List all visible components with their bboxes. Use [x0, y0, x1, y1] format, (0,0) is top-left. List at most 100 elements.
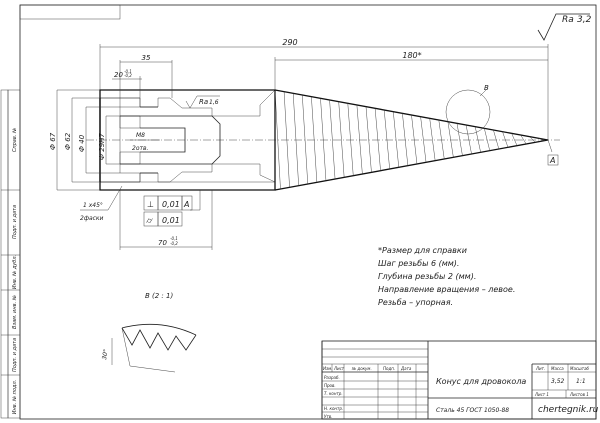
side-label-5: Инв. № подл. — [12, 380, 18, 415]
thread-line — [529, 136, 536, 143]
note-4: Резьба – упорная. — [378, 298, 453, 307]
thread-line — [302, 94, 308, 185]
col-header-0: Изм. — [323, 366, 332, 371]
thread-line — [502, 131, 509, 148]
tol-0-value: 0,01 — [162, 200, 180, 209]
dim-70-tol-low: -0,2 — [170, 241, 178, 246]
thread-line — [511, 133, 518, 146]
side-strip: Справ. № Подп. и дата Инв. № дубл. Взам.… — [0, 89, 21, 419]
thread-line — [393, 111, 399, 168]
thread-line — [320, 98, 327, 181]
section-mark: В — [484, 84, 489, 92]
thread-line — [438, 119, 445, 160]
site-name: chertegnik.ru — [538, 405, 599, 415]
material: Сталь 45 ГОСТ 1050-88 — [436, 407, 509, 414]
row-label-2: Т. контр. — [324, 391, 343, 396]
col-header-1: Лист — [333, 366, 345, 371]
thread-line — [447, 121, 454, 158]
thread-line — [365, 106, 372, 173]
dim-d67: Ф 67 — [49, 132, 57, 150]
dim-20-tol-low: -0,2 — [124, 73, 132, 78]
row-label-1: Пров. — [324, 383, 336, 388]
thread-line — [347, 103, 354, 176]
dim-20-tol-up: -0,1 — [124, 69, 132, 74]
general-roughness: Ra 3,2 — [537, 13, 592, 41]
chamfer-note: 2фаски — [80, 215, 104, 222]
datum-label: А — [549, 156, 555, 165]
thread-line — [538, 138, 545, 141]
thread-line — [383, 109, 390, 170]
sheet-num: Лист 1 — [534, 392, 549, 397]
thread-line — [465, 124, 472, 155]
thread-line — [311, 96, 318, 183]
face-ra-value: 1,6 — [209, 99, 219, 106]
thread-line — [356, 104, 363, 175]
thread-line — [292, 93, 299, 186]
side-label-0: Справ. № — [12, 128, 18, 152]
detail-angle: 30° — [101, 349, 110, 361]
dim-180: 180* — [402, 51, 421, 60]
thread-line — [329, 99, 336, 180]
face-ra-symbol: Ra — [199, 98, 208, 106]
thread-line — [456, 123, 463, 156]
thread-line — [484, 128, 490, 151]
thread-line — [411, 114, 418, 165]
side-label-1: Подп. и дата — [12, 205, 18, 239]
dim-m8-count: 2отв. — [132, 145, 149, 152]
dim-d29: Ф 29Н7 — [98, 133, 106, 160]
note-3: Направление вращения – левое. — [378, 285, 515, 294]
dim-20: 20 — [114, 71, 123, 79]
hdr-mass: Масса — [551, 366, 564, 371]
note-2: Глубина резьбы 2 (мм). — [378, 272, 476, 281]
thread-line — [338, 101, 345, 178]
part-name: Конус для дровокола — [436, 377, 526, 386]
detail-label: В (2 : 1) — [145, 292, 173, 300]
sheet-total: Листов 1 — [569, 392, 589, 397]
col-header-3: Подп. — [383, 366, 395, 371]
tolerance-frames: ⊥ 0,01 А ⌭ 0,01 — [143, 190, 201, 227]
notes: *Размер для справки Шаг резьбы 6 (мм). Г… — [378, 246, 515, 307]
tol-0-datum: А — [183, 200, 189, 209]
hdr-scale: Масштаб — [570, 366, 590, 371]
note-0: *Размер для справки — [378, 246, 467, 255]
roughness-value: 3,2 — [577, 15, 592, 25]
thread-lines — [274, 89, 545, 190]
tol-1-symbol: ⌭ — [146, 216, 153, 225]
note-1: Шаг резьбы 6 (мм). — [378, 259, 459, 268]
thread-line — [429, 118, 436, 161]
thread-line — [420, 116, 427, 163]
thread-line — [493, 129, 500, 150]
side-label-4: Подп. и дата — [12, 338, 18, 372]
title-block: Изм. Лист № докум. Подп. Дата Разраб. Пр… — [321, 340, 599, 420]
tol-1-value: 0,01 — [162, 216, 180, 225]
hdr-lit: Лит. — [535, 366, 545, 371]
thread-line — [474, 126, 481, 153]
dim-35: 35 — [142, 54, 151, 62]
thread-line — [402, 113, 409, 166]
row-label-0: Разраб. — [324, 375, 340, 380]
roughness-symbol: Ra — [562, 15, 574, 25]
dim-d62: Ф 62 — [64, 132, 72, 150]
chamfer: 1 x45° — [83, 202, 103, 209]
scale-value: 1:1 — [576, 378, 586, 385]
thread-line — [520, 134, 527, 145]
dim-290: 290 — [282, 38, 297, 47]
col-header-2: № докум. — [351, 366, 372, 371]
side-label-3: Взам. инв. № — [12, 295, 18, 329]
dimensions: 290 180* 35 20 -0,1 -0,2 Ф 67 Ф 62 Ф 40 … — [49, 38, 549, 250]
detail-view: В (2 : 1) 30° — [101, 292, 197, 373]
tol-0-symbol: ⊥ — [147, 200, 154, 209]
row-label-4: Утв. — [324, 414, 332, 419]
dim-70-tol-up: -0,1 — [170, 236, 178, 241]
dim-70: 70 — [158, 239, 167, 247]
thread-line — [374, 108, 381, 171]
mass-value: 3,52 — [551, 378, 565, 385]
part-view: В А — [86, 84, 560, 191]
dim-d40: Ф 40 — [78, 134, 86, 152]
thread-line — [274, 89, 281, 190]
side-label-2: Инв. № дубл. — [12, 255, 18, 289]
row-label-3: Н. контр. — [324, 406, 343, 411]
dim-m8: М8 — [136, 132, 145, 139]
col-header-4: Дата — [400, 366, 412, 371]
